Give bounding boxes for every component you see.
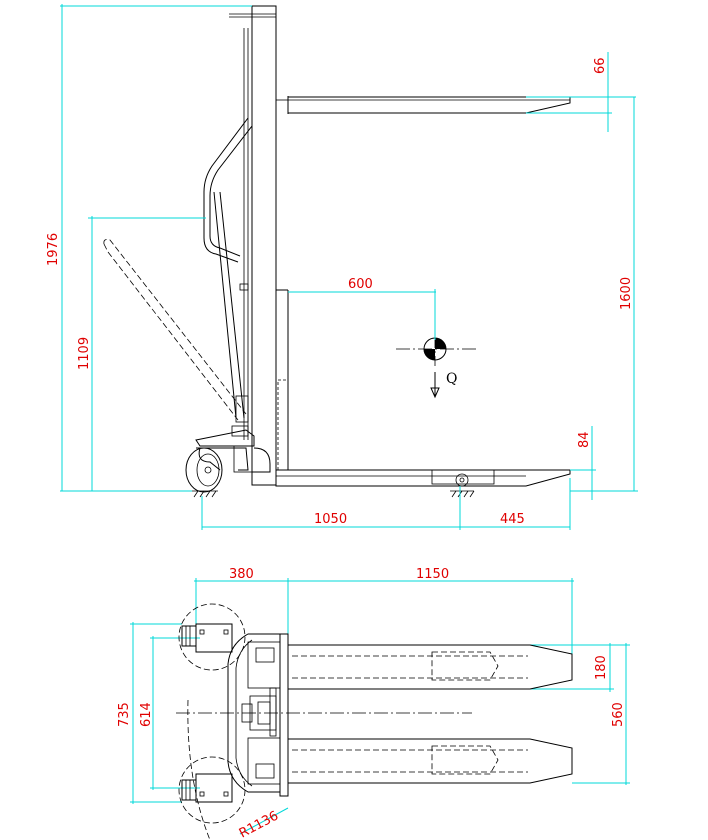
turning-radius-arc bbox=[187, 699, 211, 840]
center-of-gravity: Q bbox=[396, 312, 478, 399]
steer-wheel-assembly bbox=[185, 425, 271, 493]
dim-fork-spread: 560 bbox=[611, 702, 626, 727]
top-dimensions bbox=[130, 578, 630, 835]
handle bbox=[203, 117, 253, 423]
dim-fork-width: 180 bbox=[594, 655, 609, 680]
dim-lift-height: 1600 bbox=[619, 277, 634, 310]
dim-overall-height: 1976 bbox=[46, 233, 61, 266]
dim-top-gap: 66 bbox=[593, 57, 608, 74]
dim-wheelbase: 1050 bbox=[314, 512, 347, 527]
top-fork-lower bbox=[287, 738, 573, 784]
top-view: 380 1150 735 614 180 560 R1136 bbox=[117, 567, 630, 840]
top-mast-plate bbox=[279, 633, 289, 797]
side-view: Q bbox=[46, 4, 638, 530]
dim-outer-width: 735 bbox=[117, 702, 132, 727]
carriage bbox=[276, 289, 289, 471]
top-chassis bbox=[227, 633, 281, 793]
cog-label: Q bbox=[446, 371, 457, 387]
dim-turning-radius: R1136 bbox=[237, 809, 281, 840]
ground-marks bbox=[192, 490, 475, 498]
dim-wheel-track: 614 bbox=[139, 702, 154, 727]
raised-fork bbox=[287, 96, 571, 114]
handle-tilted bbox=[103, 239, 247, 421]
lower-fork bbox=[275, 469, 571, 487]
dim-fork-length: 1150 bbox=[416, 567, 449, 582]
top-wheel-upper bbox=[178, 603, 246, 671]
dim-fork-overhang: 445 bbox=[500, 512, 525, 527]
side-dimensions bbox=[60, 4, 638, 530]
dim-front-offset: 380 bbox=[229, 567, 254, 582]
top-fork-upper bbox=[287, 644, 573, 690]
top-wheel-lower bbox=[178, 756, 246, 824]
dim-fork-thickness: 84 bbox=[577, 431, 592, 448]
dim-load-center: 600 bbox=[348, 277, 373, 292]
mast bbox=[229, 5, 288, 486]
dim-handle-height: 1109 bbox=[77, 337, 92, 370]
